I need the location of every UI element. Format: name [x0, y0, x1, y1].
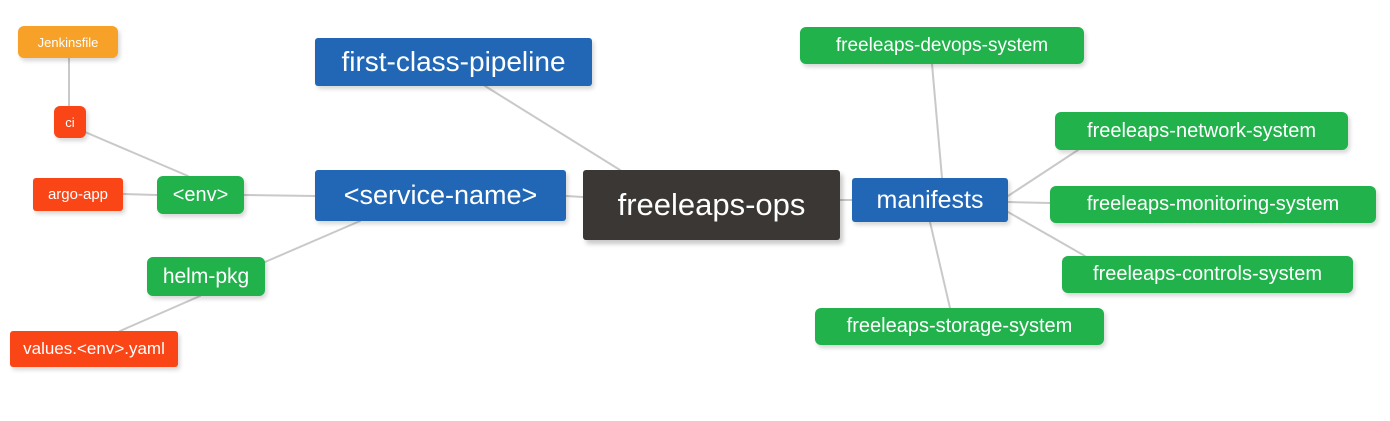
edge-manifests-to-freeleaps-devops-system	[931, 63, 943, 179]
edge-service-name-to-freeleaps-ops	[565, 195, 584, 198]
node-label: ci	[65, 114, 75, 130]
node-label: values.<env>.yaml	[23, 339, 165, 358]
node-label: freeleaps-devops-system	[835, 34, 1049, 56]
edge-manifests-to-freeleaps-monitoring-system	[1007, 201, 1051, 204]
node-freeleaps-monitoring-system[interactable]: freeleaps-monitoring-system	[1050, 186, 1376, 223]
node-env[interactable]: <env>	[157, 176, 244, 214]
node-label: first-class-pipeline	[341, 46, 566, 77]
node-first-class-pipeline[interactable]: first-class-pipeline	[315, 38, 592, 86]
node-label: argo-app	[47, 186, 109, 203]
node-service-name[interactable]: <service-name>	[315, 170, 566, 221]
node-manifests[interactable]: manifests	[852, 178, 1008, 222]
node-argo-app[interactable]: argo-app	[33, 178, 123, 211]
edge-env-to-service-name	[243, 194, 316, 197]
node-freeleaps-controls-system[interactable]: freeleaps-controls-system	[1062, 256, 1353, 293]
node-label: Jenkinsfile	[37, 34, 99, 50]
node-label: helm-pkg	[162, 264, 250, 288]
node-helm-pkg[interactable]: helm-pkg	[147, 257, 265, 296]
node-label: freeleaps-controls-system	[1093, 263, 1322, 285]
node-label: freeleaps-storage-system	[846, 315, 1073, 337]
node-label: freeleaps-monitoring-system	[1086, 193, 1340, 215]
edge-argo-app-to-env	[122, 193, 158, 196]
node-ci[interactable]: ci	[54, 106, 86, 138]
node-jenkinsfile[interactable]: Jenkinsfile	[18, 26, 118, 58]
node-freeleaps-ops[interactable]: freeleaps-ops	[583, 170, 840, 240]
edge-first-class-pipeline-to-freeleaps-ops	[484, 85, 621, 171]
edge-helm-pkg-to-values-yaml	[119, 295, 201, 332]
node-label: <service-name>	[343, 180, 538, 210]
node-freeleaps-devops-system[interactable]: freeleaps-devops-system	[800, 27, 1084, 64]
node-values-yaml[interactable]: values.<env>.yaml	[10, 331, 178, 367]
edge-ci-to-env	[84, 131, 189, 177]
node-label: <env>	[172, 183, 229, 206]
node-freeleaps-network-system[interactable]: freeleaps-network-system	[1055, 112, 1348, 150]
node-label: freeleaps-ops	[617, 187, 806, 222]
edge-manifests-to-freeleaps-storage-system	[929, 221, 951, 309]
edge-service-name-to-helm-pkg	[264, 220, 361, 263]
node-label: freeleaps-network-system	[1087, 119, 1316, 142]
node-label: manifests	[876, 185, 984, 214]
node-freeleaps-storage-system[interactable]: freeleaps-storage-system	[815, 308, 1104, 345]
